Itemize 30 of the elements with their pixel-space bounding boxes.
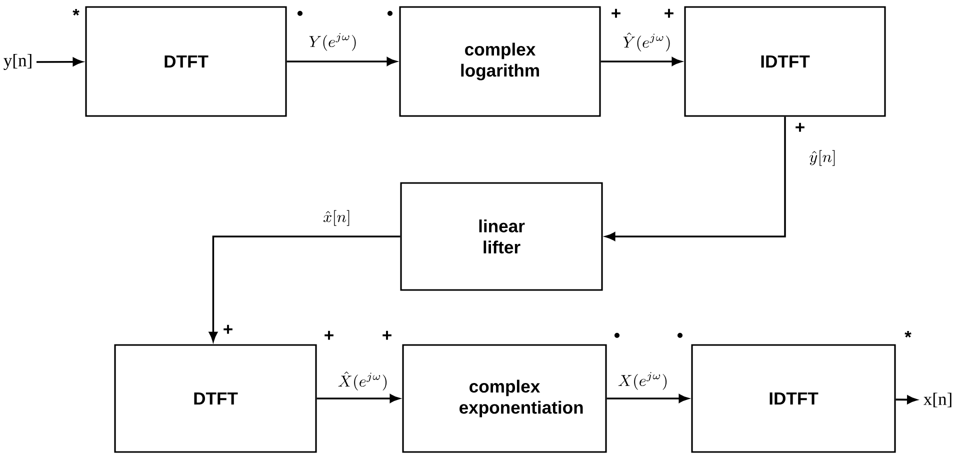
sign-mark: • (614, 332, 620, 338)
edge-label: $\hat{x}[n]$ (323, 210, 350, 226)
process-box: DTFT (85, 6, 287, 117)
process-box: IDTFT (691, 344, 896, 453)
process-box: complex exponentiation (402, 344, 607, 453)
edge-label: $\hat{y}[n]$ (810, 150, 835, 166)
sign-mark: • (677, 332, 683, 338)
process-box: DTFT (114, 344, 317, 453)
arrow (600, 57, 682, 66)
process-box: IDTFT (684, 6, 886, 117)
signal-label: y[n] (4, 54, 32, 70)
edge-label: $\hat{Y}(e^{j\omega})$ (623, 32, 670, 52)
process-box: linear lifter (400, 182, 603, 291)
edge-label: $Y(e^{j\omega})$ (309, 33, 356, 51)
sign-mark: * (904, 330, 912, 338)
arrow (316, 394, 400, 403)
sign-mark: + (224, 324, 232, 334)
arrow (286, 57, 397, 66)
arrow (605, 116, 786, 241)
signal-label: x[n] (924, 392, 952, 408)
sign-mark: + (324, 330, 334, 340)
sign-mark: + (796, 122, 804, 132)
process-box: complex logarithm (399, 6, 601, 117)
arrow (896, 395, 917, 404)
sign-mark: + (382, 330, 392, 340)
edge-label: $\hat{X}(e^{j\omega})$ (338, 372, 387, 390)
arrow (606, 394, 689, 403)
arrow (208, 236, 400, 342)
edge-label: $X(e^{j\omega})$ (618, 372, 667, 390)
arrow (36, 58, 83, 66)
